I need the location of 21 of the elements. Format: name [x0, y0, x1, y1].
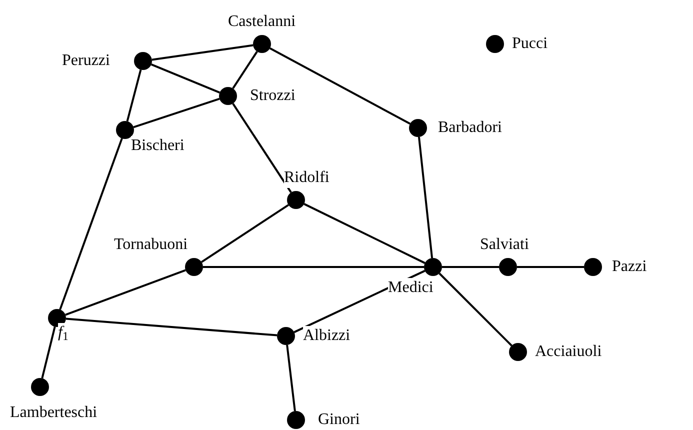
connector-line [418, 136, 434, 258]
node-label: Ridolfi [284, 168, 330, 188]
connector-line [66, 318, 278, 336]
connector-line [304, 203, 426, 264]
connector-line [517, 266, 584, 268]
connector-line [200, 204, 290, 263]
connector-line [152, 44, 254, 61]
connector-line [203, 266, 424, 268]
connector-line [442, 266, 499, 268]
connector-line [65, 269, 186, 316]
connector-line [59, 138, 123, 310]
connector-line [232, 102, 292, 194]
connector-line [133, 98, 220, 128]
connector-line [150, 64, 220, 94]
connector-line [232, 50, 258, 90]
connector-line [269, 47, 411, 125]
connector-line [438, 272, 512, 346]
connector-line [126, 69, 142, 122]
connector-line [286, 344, 296, 412]
connector-line [41, 326, 56, 378]
node-label: f$_{1}$ [58, 323, 68, 343]
